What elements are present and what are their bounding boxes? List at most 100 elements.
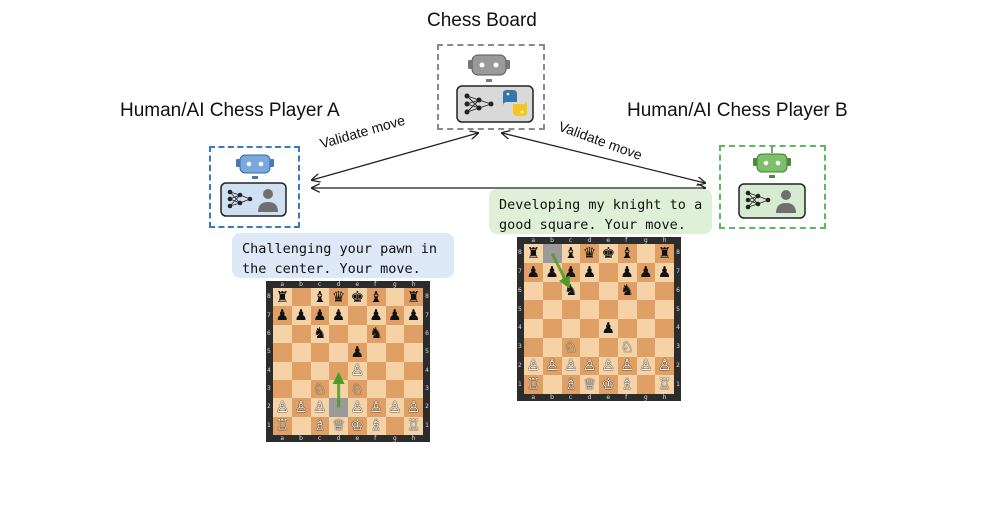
white-pawn-piece: ♙: [406, 397, 421, 416]
square-h6: [655, 281, 674, 301]
file-label-a: a: [280, 281, 285, 288]
square-c3: ♘: [310, 379, 330, 399]
square-b6: [291, 324, 311, 344]
black-king-piece: ♚: [601, 243, 616, 262]
black-pawn-piece: ♟: [639, 262, 653, 281]
square-f3: ♘: [617, 337, 637, 357]
rank-label-2: 2: [267, 403, 271, 411]
white-knight-piece: ♘: [350, 379, 365, 398]
square-e3: [599, 337, 618, 357]
rank-label-1: 1: [267, 421, 271, 429]
square-a8: ♜: [273, 287, 292, 307]
rank-label-2: 2: [518, 361, 522, 369]
black-pawn-piece: ♟: [601, 318, 616, 337]
speech-bubble-player-a: Challenging your pawn in the center. You…: [232, 233, 454, 278]
white-pawn-piece: ♙: [545, 356, 559, 375]
rank-label-1: 1: [676, 380, 680, 388]
white-rook-piece: ♖: [275, 416, 290, 435]
file-label-a: a: [531, 237, 536, 244]
square-g2: ♙: [636, 356, 656, 376]
square-g5: [636, 300, 656, 319]
square-a1: ♖: [524, 375, 543, 394]
file-label-e: e: [355, 281, 360, 288]
white-bishop-piece: ♗: [313, 416, 327, 435]
arrow-a-to-board: [312, 133, 478, 180]
square-h3: [655, 337, 674, 357]
black-pawn-piece: ♟: [294, 306, 308, 325]
square-b2: ♙: [291, 398, 311, 417]
white-pawn-piece: ♙: [275, 397, 290, 416]
person-icon-player-b: [776, 190, 796, 213]
square-e6: [599, 281, 618, 301]
black-bishop-piece: ♝: [369, 287, 383, 306]
square-h8: ♜: [655, 244, 674, 263]
square-a6: [524, 281, 543, 301]
square-d8: ♛: [329, 288, 348, 307]
square-b5: [542, 300, 562, 319]
black-rook-piece: ♜: [657, 243, 672, 262]
white-king-piece: ♔: [350, 416, 365, 435]
square-g8: [636, 244, 656, 263]
black-pawn-piece: ♟: [657, 262, 672, 281]
white-pawn-piece: ♙: [620, 356, 634, 375]
square-d8: ♛: [580, 244, 599, 263]
board-grid: ♜♝♛♚♝♜♟♟♟♟♟♟♟♞♞♟♙♘♘♙♙♙♙♙♙♙♖♗♕♔♗♖: [273, 288, 423, 435]
square-a2: ♙: [273, 397, 292, 417]
rank-label-1: 1: [518, 380, 522, 388]
rank-label-8: 8: [676, 249, 680, 257]
rank-label-2: 2: [676, 361, 680, 369]
black-knight-piece: ♞: [313, 324, 327, 343]
square-a4: [273, 361, 292, 380]
square-b6: [542, 281, 562, 301]
rank-label-8: 8: [267, 293, 271, 301]
square-d3: [580, 337, 599, 357]
white-knight-piece: ♘: [313, 379, 327, 398]
bubble-a-line1: Challenging your pawn in: [242, 241, 438, 257]
move-arrow-overlay: [332, 372, 345, 408]
player-b-agent-box: [719, 145, 826, 229]
black-pawn-piece: ♟: [331, 306, 346, 325]
file-label-d: d: [336, 281, 341, 288]
white-pawn-piece: ♙: [582, 356, 597, 375]
square-f5: [617, 300, 637, 319]
square-f1: ♗: [366, 416, 386, 435]
square-h5: [655, 300, 674, 319]
speech-bubble-player-b: Developing my knight to a good square. Y…: [489, 189, 712, 234]
square-d5: [580, 300, 599, 319]
file-label-g: g: [643, 237, 648, 244]
black-pawn-piece: ♟: [275, 306, 290, 325]
rank-label-7: 7: [518, 268, 522, 276]
square-b8: [291, 288, 311, 307]
square-a7: ♟: [273, 306, 292, 325]
square-a3: [524, 337, 543, 357]
white-pawn-piece: ♙: [350, 397, 365, 416]
square-g7: ♟: [636, 262, 656, 282]
rank-label-3: 3: [676, 343, 680, 351]
file-label-h: h: [662, 394, 667, 401]
square-b1: [291, 416, 311, 435]
robot-icon-board: [468, 54, 510, 82]
square-f8: ♝: [617, 244, 637, 263]
square-g6: [636, 281, 656, 301]
square-a8: ♜: [524, 244, 543, 263]
black-rook-piece: ♜: [275, 287, 290, 306]
square-f1: ♗: [617, 375, 637, 394]
rank-label-5: 5: [518, 305, 522, 313]
file-label-d: d: [587, 237, 592, 244]
file-label-g: g: [392, 435, 397, 442]
square-g7: ♟: [385, 306, 405, 325]
white-rook-piece: ♖: [406, 416, 421, 435]
square-a3: [273, 379, 292, 399]
square-g8: [385, 288, 405, 307]
square-e8: ♚: [599, 244, 618, 263]
rank-label-4: 4: [267, 366, 271, 374]
square-c2: ♙: [310, 398, 330, 417]
white-pawn-piece: ♙: [526, 356, 541, 375]
square-d6: [580, 281, 599, 301]
white-bishop-piece: ♗: [564, 375, 578, 394]
square-f6: ♞: [617, 281, 637, 301]
square-f8: ♝: [366, 287, 386, 307]
square-b2: ♙: [542, 356, 562, 376]
square-h5: [404, 343, 423, 362]
